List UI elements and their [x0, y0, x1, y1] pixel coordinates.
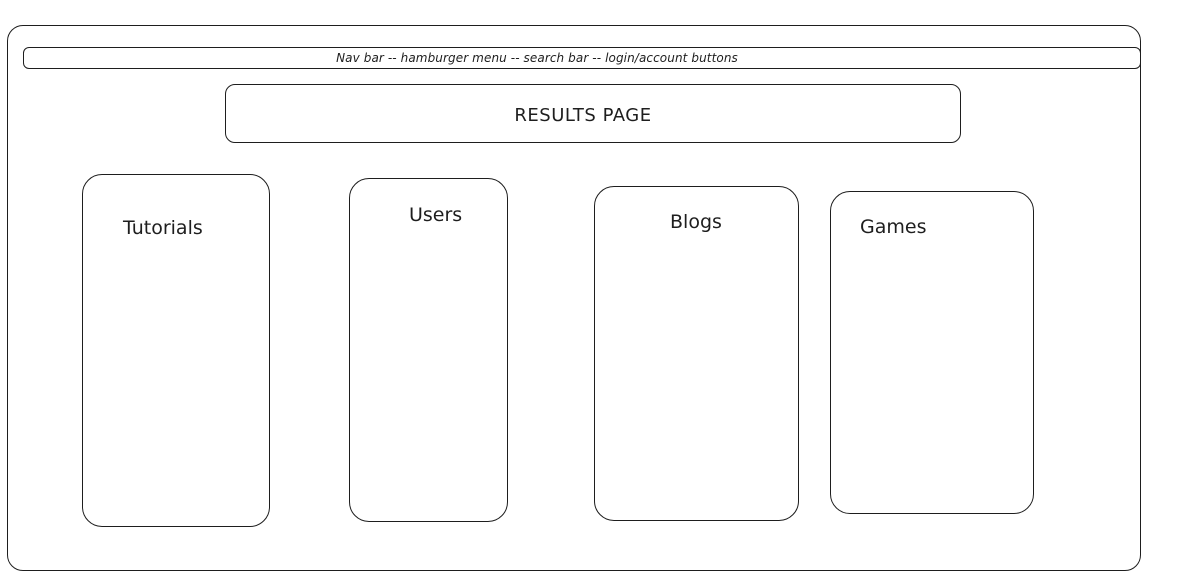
category-label-tutorials: Tutorials: [123, 217, 203, 239]
page-frame: [7, 25, 1141, 571]
category-label-blogs: Blogs: [670, 211, 722, 233]
category-card-games[interactable]: Games: [830, 191, 1034, 514]
category-label-users: Users: [409, 204, 463, 226]
category-card-users[interactable]: Users: [349, 178, 508, 522]
category-card-blogs[interactable]: Blogs: [594, 186, 799, 521]
results-page-header: RESULTS PAGE: [225, 84, 961, 143]
nav-bar-label: Nav bar -- hamburger menu -- search bar …: [336, 51, 738, 65]
nav-bar[interactable]: Nav bar -- hamburger menu -- search bar …: [23, 47, 1141, 69]
category-card-tutorials[interactable]: Tutorials: [82, 174, 270, 527]
page-title: RESULTS PAGE: [514, 105, 652, 126]
category-label-games: Games: [860, 216, 927, 238]
